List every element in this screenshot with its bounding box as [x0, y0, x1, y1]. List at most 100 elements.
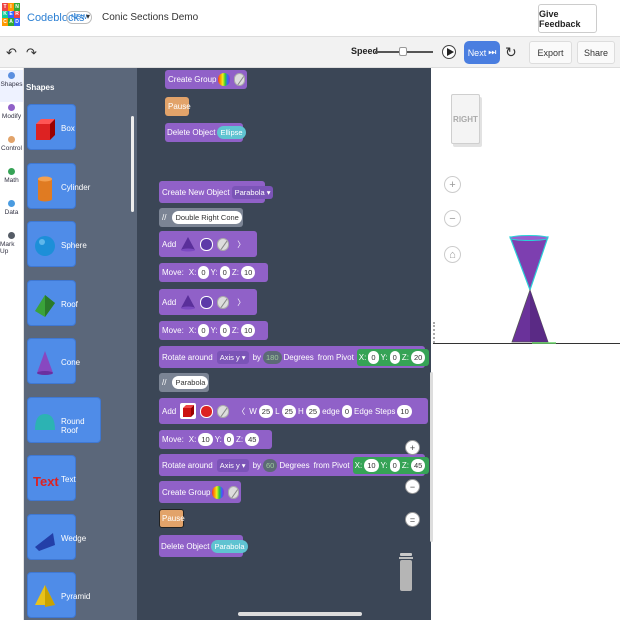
width-input[interactable]: 25: [258, 404, 274, 418]
edge-steps-input[interactable]: 10: [397, 404, 412, 418]
share-button[interactable]: Share: [577, 41, 615, 64]
export-button[interactable]: Export: [529, 41, 572, 64]
y-input[interactable]: 0: [389, 458, 400, 472]
comment-text[interactable]: Parabola: [172, 376, 209, 389]
trash-icon[interactable]: [398, 551, 414, 593]
workspace-zoom-in-icon[interactable]: +: [405, 440, 420, 455]
reset-icon[interactable]: ↻: [505, 44, 517, 60]
create-new-object-block[interactable]: Create New Object Parabola ▾: [159, 181, 274, 203]
add-cone-block[interactable]: Add 〉: [159, 231, 257, 257]
z-input[interactable]: 10: [240, 324, 256, 337]
3d-viewport[interactable]: [433, 68, 620, 620]
degrees-input[interactable]: 180: [263, 350, 282, 364]
category-math[interactable]: Math: [0, 166, 23, 198]
length-input[interactable]: 25: [281, 404, 296, 418]
create-group-block[interactable]: Create Group: [165, 70, 247, 89]
z-input[interactable]: 10: [240, 266, 256, 279]
category-shapes[interactable]: Shapes: [0, 70, 23, 102]
category-mark-up[interactable]: Mark Up: [0, 230, 23, 262]
y-input[interactable]: 0: [219, 266, 230, 279]
delete-object-block[interactable]: Delete Object Ellipse: [165, 123, 246, 142]
code-workspace[interactable]: Create Group Pause Delete Object Ellipse…: [137, 68, 431, 620]
comment-block[interactable]: // Double Right Cone: [159, 208, 243, 227]
document-title[interactable]: Conic Sections Demo: [102, 12, 199, 23]
play-button[interactable]: [442, 45, 456, 59]
chevron-right-icon[interactable]: 〉: [237, 297, 246, 307]
hole-swatch[interactable]: [217, 404, 230, 418]
axis-dropdown[interactable]: Axis y ▾: [216, 350, 249, 364]
shape-block-cone[interactable]: Cone: [27, 338, 80, 384]
pivot-vector-block[interactable]: X:0 Y:0 Z:20: [356, 348, 430, 366]
move-block[interactable]: Move: X:10 Y:0 Z:45: [159, 430, 272, 449]
shape-block-round-roof[interactable]: Round Roof: [27, 396, 101, 443]
delete-object-block[interactable]: Delete Object Parabola: [159, 535, 248, 557]
height-input[interactable]: 25: [305, 404, 321, 418]
edge-input[interactable]: 0: [341, 404, 353, 418]
chevron-right-icon[interactable]: 〉: [237, 239, 246, 249]
hole-swatch[interactable]: [233, 73, 245, 86]
x-input[interactable]: 0: [368, 350, 379, 364]
shape-block-box[interactable]: Box: [27, 104, 76, 150]
comment-text[interactable]: Double Right Cone: [172, 211, 242, 224]
z-input[interactable]: 45: [245, 433, 260, 446]
z-input[interactable]: 45: [410, 458, 426, 472]
workspace-zoom-reset-icon[interactable]: =: [405, 512, 420, 527]
pivot-vector-block[interactable]: X:10 Y:0 Z:45: [352, 456, 430, 474]
shape-block-cylinder[interactable]: Cylinder: [27, 162, 90, 209]
app-menu-caret-icon[interactable]: ▾: [86, 12, 91, 21]
double-cone-model[interactable]: [504, 234, 556, 346]
pause-block[interactable]: Pause: [165, 97, 191, 116]
move-block[interactable]: Move: X:0 Y:0 Z:10: [159, 321, 268, 340]
axis-dropdown[interactable]: Axis y ▾: [216, 458, 249, 472]
next-button[interactable]: Next ⏭: [464, 41, 500, 64]
home-view-icon[interactable]: ⌂: [444, 246, 461, 263]
undo-icon[interactable]: ↶: [6, 45, 17, 60]
category-data[interactable]: Data: [0, 198, 23, 230]
degrees-input[interactable]: 60: [263, 458, 278, 472]
multicolor-swatch[interactable]: [212, 485, 224, 499]
shape-block-pyramid[interactable]: Pyramid: [27, 572, 90, 618]
view-cube[interactable]: RIGHT: [451, 94, 480, 144]
redo-icon[interactable]: ↷: [26, 45, 37, 60]
comment-block[interactable]: // Parabola: [159, 373, 209, 392]
multicolor-swatch[interactable]: [218, 73, 230, 86]
add-cone-block[interactable]: Add 〉: [159, 289, 257, 315]
shape-block-sphere[interactable]: Sphere: [27, 221, 87, 267]
viewport-zoom-out-icon[interactable]: −: [444, 210, 461, 227]
viewport-zoom-in-icon[interactable]: +: [444, 176, 461, 193]
chevron-left-icon[interactable]: 〈: [237, 406, 246, 416]
workspace-scrollbar-horizontal[interactable]: [238, 612, 362, 616]
z-input[interactable]: 20: [410, 350, 426, 364]
y-input[interactable]: 0: [389, 350, 400, 364]
workspace-scrollbar-vertical[interactable]: [430, 372, 433, 542]
color-swatch[interactable]: [200, 295, 214, 309]
move-block[interactable]: Move: X:0 Y:0 Z:10: [159, 263, 268, 282]
shape-block-wedge[interactable]: Wedge: [27, 513, 86, 560]
hole-swatch[interactable]: [227, 485, 239, 499]
x-input[interactable]: 10: [198, 433, 213, 446]
y-input[interactable]: 0: [223, 433, 234, 446]
create-group-block[interactable]: Create Group: [159, 481, 241, 503]
color-swatch[interactable]: [200, 404, 214, 418]
shape-block-roof[interactable]: Roof: [27, 279, 78, 326]
y-input[interactable]: 0: [219, 324, 230, 337]
rotate-block[interactable]: Rotate around Axis y ▾ by 60 Degrees fro…: [159, 454, 430, 476]
workspace-zoom-out-icon[interactable]: −: [405, 479, 420, 494]
hole-swatch[interactable]: [217, 295, 230, 309]
speed-slider-handle[interactable]: [399, 47, 408, 56]
object-name-pill[interactable]: Parabola: [211, 539, 248, 553]
category-control[interactable]: Control: [0, 134, 23, 166]
x-input[interactable]: 10: [364, 458, 379, 472]
object-type-dropdown[interactable]: Parabola ▾: [231, 185, 274, 199]
rotate-block[interactable]: Rotate around Axis y ▾ by 180 Degrees fr…: [159, 346, 430, 368]
give-feedback-button[interactable]: Give Feedback: [538, 4, 597, 33]
category-modify[interactable]: Modify: [0, 102, 23, 134]
hole-swatch[interactable]: [217, 237, 230, 251]
x-input[interactable]: 0: [198, 266, 209, 279]
pause-block[interactable]: Pause: [159, 509, 185, 528]
color-swatch[interactable]: [200, 237, 214, 251]
x-input[interactable]: 0: [198, 324, 209, 337]
